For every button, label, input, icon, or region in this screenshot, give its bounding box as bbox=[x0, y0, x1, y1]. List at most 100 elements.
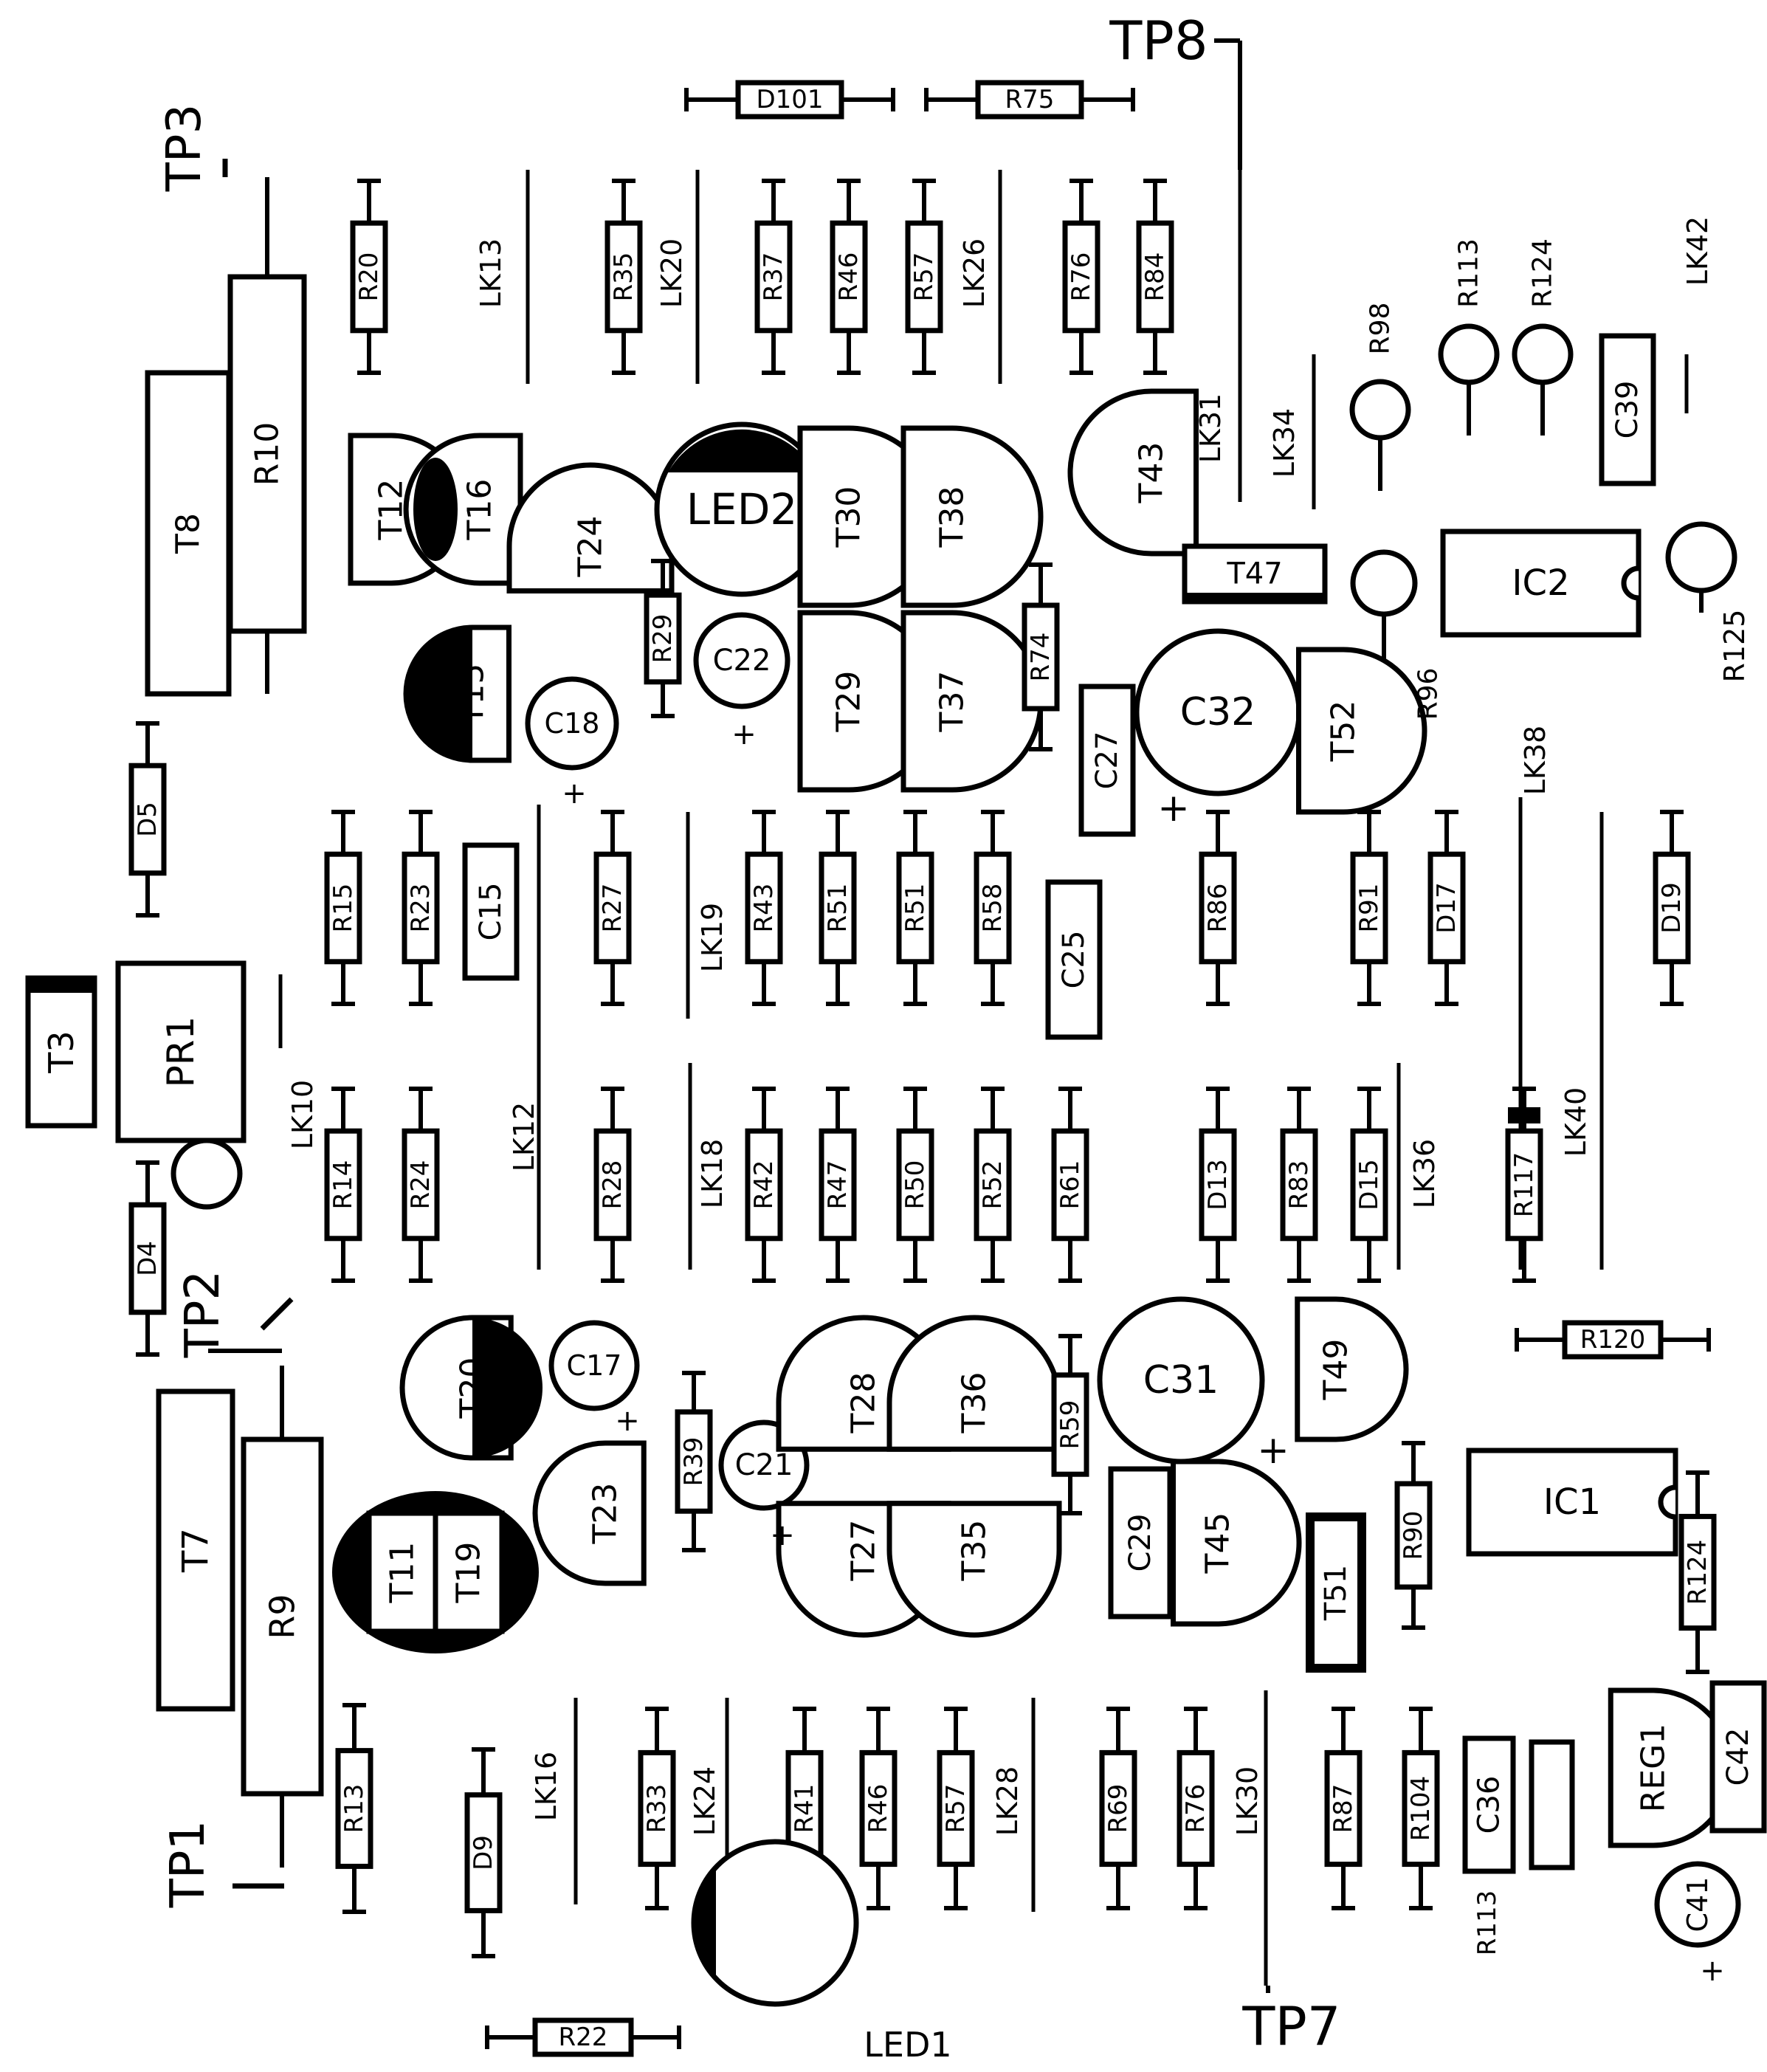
resistor-r98: R87 bbox=[1324, 1707, 1363, 1910]
preset-pr1: PR1 bbox=[115, 960, 247, 1143]
link-lk24: LK24 bbox=[689, 1766, 721, 1836]
resistor-r57-label: R46 bbox=[864, 1784, 893, 1834]
transistor-t16-label: T16 bbox=[461, 479, 499, 541]
capacitor-c17: C17 bbox=[548, 1320, 640, 1411]
resistor-r63: R57 bbox=[937, 1707, 975, 1910]
resistor-r99: R91 bbox=[1350, 810, 1388, 1006]
transistor-t24-label: T24 bbox=[572, 516, 610, 578]
capacitor-c15-label: C15 bbox=[474, 883, 508, 941]
preset-r105-label: R96 bbox=[1413, 668, 1444, 720]
resistor-r73-label: R59 bbox=[1055, 1400, 1085, 1450]
transistor-t51: T51 bbox=[1306, 1512, 1366, 1673]
resistor-r13: R13 bbox=[335, 1703, 373, 1914]
resistor-r61: R57 bbox=[905, 179, 943, 375]
c31-plus: + bbox=[1257, 1428, 1289, 1473]
resistor-r104: R90 bbox=[1394, 1441, 1433, 1630]
preset-r117-label: R124 bbox=[1528, 238, 1558, 308]
preset-r125 bbox=[1665, 521, 1737, 593]
link-lk31: LK31 bbox=[1194, 393, 1227, 463]
preset-r105 bbox=[1350, 549, 1418, 617]
diode-d13: D13 bbox=[1199, 1087, 1237, 1283]
transistor-t8-label: T8 bbox=[170, 513, 207, 554]
capacitor-c36: C36 bbox=[1462, 1735, 1516, 1874]
resistor-r43-label: R43 bbox=[749, 884, 779, 933]
c17-plus: + bbox=[615, 1404, 640, 1438]
resistor-r28-label: R28 bbox=[598, 1160, 627, 1210]
trace-lines bbox=[182, 38, 1704, 1993]
resistor-r124-label: R124 bbox=[1683, 1540, 1712, 1605]
transistor-t43-label: T43 bbox=[1133, 442, 1171, 504]
test-point-tp8: TP8 bbox=[1109, 10, 1208, 72]
resistor-r58-label: R50 bbox=[900, 1160, 930, 1210]
diode-d15: D15 bbox=[1350, 1087, 1388, 1283]
transistor-t3: T3 bbox=[25, 975, 97, 1129]
t3-band bbox=[28, 978, 94, 993]
capacitor-c29-label: C29 bbox=[1123, 1514, 1157, 1572]
resistor-r91-label: R86 bbox=[1203, 884, 1233, 933]
link-lk38: LK38 bbox=[1519, 726, 1551, 795]
t12-t16-fill bbox=[413, 458, 458, 561]
diode-d5-label: D5 bbox=[133, 802, 162, 837]
resistor-r124: R124 bbox=[1678, 1470, 1717, 1674]
capacitor-c18: C18 bbox=[525, 676, 619, 771]
resistor-r90-label: R76 bbox=[1181, 1784, 1210, 1834]
tp2-pad bbox=[170, 1137, 243, 1210]
c32-plus: + bbox=[1157, 786, 1190, 830]
c18-plus: + bbox=[562, 777, 587, 810]
resistor-r111-b-label: R104 bbox=[1406, 1776, 1436, 1842]
diode-d101: D101 bbox=[684, 80, 895, 120]
transistor-t49-label: T49 bbox=[1318, 1339, 1355, 1401]
preset-r111: R113 bbox=[1438, 238, 1500, 436]
resistor-r24: R23 bbox=[402, 810, 440, 1006]
capacitor-c18-label: C18 bbox=[545, 707, 600, 740]
preset-r125-label: R125 bbox=[1718, 610, 1751, 683]
diode-d4-label: D4 bbox=[133, 1241, 162, 1276]
ic-ic2-label: IC2 bbox=[1512, 562, 1569, 604]
capacitor-c17-label: C17 bbox=[567, 1349, 622, 1382]
capacitor-c21-label: C21 bbox=[735, 1448, 793, 1482]
resistor-r51: R51 bbox=[819, 810, 857, 1006]
resistor-r61-label: R57 bbox=[909, 252, 939, 302]
ic-ic2: IC2 bbox=[1440, 529, 1642, 638]
capacitor-c25-label: C25 bbox=[1057, 931, 1091, 989]
resistor-r120-label: R120 bbox=[1580, 1325, 1646, 1355]
resistor-r14-label: R14 bbox=[328, 1160, 358, 1210]
capacitor-c22: C22 bbox=[693, 612, 790, 709]
capacitor-c41: C41 bbox=[1654, 1861, 1741, 1948]
c21-plus: + bbox=[770, 1518, 795, 1552]
resistor-r63-label: R57 bbox=[941, 1784, 971, 1834]
transistor-t52-label: T52 bbox=[1325, 701, 1363, 763]
resistor-r23: R24 bbox=[402, 1087, 440, 1283]
resistor-r50-label: R47 bbox=[823, 1160, 852, 1210]
ic-ic1-label: IC1 bbox=[1543, 1481, 1601, 1523]
diode-d9-label: D9 bbox=[469, 1835, 498, 1870]
link-lk10: LK10 bbox=[286, 1080, 319, 1149]
resistor-r104-label: R90 bbox=[1399, 1511, 1428, 1560]
test-point-tp7: TP7 bbox=[1241, 1995, 1340, 2057]
transistor-t29-label: T29 bbox=[830, 671, 868, 733]
preset-r111-label: R113 bbox=[1454, 238, 1484, 308]
resistor-r68: R52 bbox=[974, 1087, 1012, 1283]
resistor-r52: R46 bbox=[830, 179, 868, 375]
link-lk36: LK36 bbox=[1408, 1139, 1441, 1208]
diode-d5: D5 bbox=[128, 721, 167, 918]
diode-d19-label: D19 bbox=[1657, 882, 1687, 933]
capacitor-c39: C39 bbox=[1599, 333, 1656, 486]
resistor-r83-label: R69 bbox=[1103, 1784, 1133, 1834]
r11-tag: R113 bbox=[1472, 1890, 1502, 1956]
capacitor-c42-label: C42 bbox=[1721, 1728, 1755, 1786]
transistor-t8: T8 bbox=[145, 370, 232, 697]
resistor-r20-label: R20 bbox=[354, 252, 384, 302]
r113-band bbox=[1508, 1107, 1540, 1123]
transistor-t43: T43 bbox=[1067, 388, 1199, 557]
transistor-t3-label: T3 bbox=[41, 1030, 81, 1073]
transistor-t27-label: T27 bbox=[845, 1520, 883, 1582]
transistor-t36-label: T36 bbox=[956, 1372, 993, 1434]
transistor-t11-label: T11 bbox=[384, 1542, 421, 1604]
link-lk40: LK40 bbox=[1560, 1087, 1592, 1157]
resistor-r42-label: R42 bbox=[749, 1160, 779, 1210]
transistor-t23-label: T23 bbox=[587, 1483, 624, 1545]
resistor-r90: R76 bbox=[1177, 1707, 1215, 1910]
capacitor-c22-label: C22 bbox=[713, 644, 771, 678]
t15-fill bbox=[406, 627, 472, 760]
